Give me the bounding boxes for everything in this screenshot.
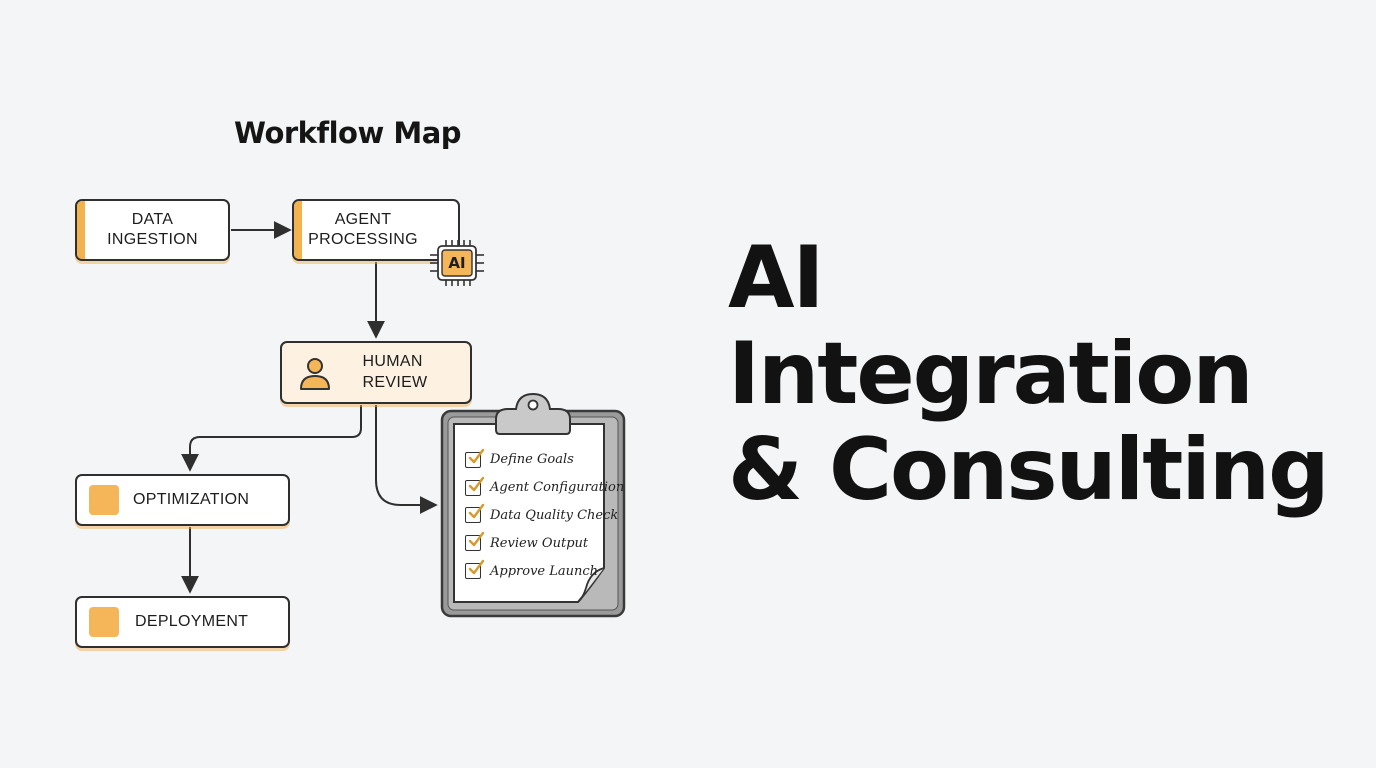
node-optimization: OPTIMIZATION bbox=[75, 474, 290, 526]
checkmark-icon bbox=[468, 532, 485, 547]
headline-line3: & Consulting bbox=[728, 420, 1330, 520]
deployment-square-icon bbox=[89, 607, 119, 637]
node-deployment-label: DEPLOYMENT bbox=[135, 612, 249, 630]
checkbox-checked bbox=[465, 559, 485, 580]
node-data-ingestion-line2: INGESTION bbox=[107, 231, 198, 248]
node-human-review: HUMAN REVIEW bbox=[280, 341, 472, 404]
checkmark-icon bbox=[468, 504, 485, 519]
clipboard-icon bbox=[440, 392, 626, 618]
checkmark-icon bbox=[468, 476, 485, 491]
checkmark-icon bbox=[468, 448, 485, 464]
node-data-ingestion: DATA INGESTION bbox=[75, 199, 230, 261]
optimization-square-icon bbox=[89, 485, 119, 515]
node-agent-processing: AGENT PROCESSING bbox=[292, 199, 460, 261]
checklist-item: Data Quality Check bbox=[465, 502, 624, 530]
headline-line1: AI bbox=[728, 228, 825, 328]
checkbox-checked bbox=[465, 448, 485, 468]
checklist-item-label: Review Output bbox=[490, 535, 589, 551]
ai-chip-icon bbox=[430, 240, 484, 286]
diagram-title: Workflow Map bbox=[234, 116, 462, 150]
checkbox-checked bbox=[465, 504, 485, 524]
node-optimization-label: OPTIMIZATION bbox=[133, 490, 250, 508]
checklist-item-label: Agent Configuration bbox=[490, 480, 625, 496]
node-agent-processing-line2: PROCESSING bbox=[308, 231, 418, 248]
headline-line2: Integration bbox=[728, 324, 1254, 424]
node-agent-processing-line1: AGENT bbox=[334, 210, 392, 228]
checklist-item-label: Data Quality Check bbox=[490, 507, 619, 523]
node-human-review-line2: REVIEW bbox=[362, 373, 428, 391]
checklist-item: Define Goals bbox=[465, 446, 624, 474]
node-human-review-line1: HUMAN bbox=[362, 353, 423, 371]
checklist-item-label: Approve Launch bbox=[490, 563, 599, 579]
checklist-item: Approve Launch bbox=[465, 557, 624, 585]
arrow-human-to-optimization bbox=[181, 405, 362, 472]
checklist-item: Agent Configuration bbox=[465, 474, 624, 502]
person-icon bbox=[300, 358, 330, 390]
checklist: Define Goals Agent Configuration Data Qu… bbox=[465, 446, 624, 585]
checklist-item: Review Output bbox=[465, 529, 624, 557]
checkbox-checked bbox=[465, 532, 485, 552]
node-deployment: DEPLOYMENT bbox=[75, 596, 290, 648]
headline: AI Integration & Consulting bbox=[728, 228, 1330, 520]
checkmark-icon bbox=[468, 559, 485, 575]
checkbox-checked bbox=[465, 476, 485, 496]
checklist-item-label: Define Goals bbox=[490, 452, 574, 468]
ai-chip-label: AI bbox=[448, 254, 466, 272]
arrow-human-to-checklist bbox=[375, 405, 438, 514]
node-data-ingestion-line1: DATA bbox=[131, 210, 174, 228]
